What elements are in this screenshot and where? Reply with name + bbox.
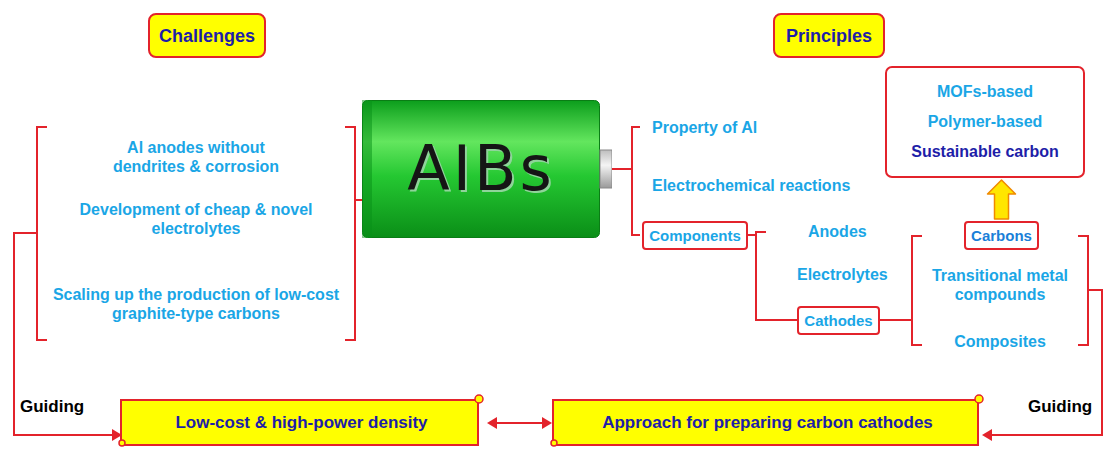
block-arrow-shape	[988, 180, 1016, 219]
scroll-body	[121, 400, 478, 445]
component-bracket	[756, 232, 797, 320]
material-box: MOFs-basedPolymer-basedSustainable carbo…	[885, 66, 1085, 178]
cathode-bracket	[912, 236, 922, 345]
scroll-curl	[475, 395, 483, 403]
item-label: Anodes	[808, 222, 867, 241]
guiding-label: Guiding	[1028, 397, 1092, 417]
component-box: Carbons	[964, 221, 1039, 250]
challenge-bracket	[37, 127, 47, 340]
bracket-tick	[612, 168, 632, 170]
node-text: Components	[649, 227, 741, 245]
guiding-line	[14, 233, 112, 435]
block-arrow	[988, 180, 1016, 219]
item-label: Property of Al	[652, 118, 757, 137]
battery-terminal	[600, 150, 612, 188]
component-box: Components	[642, 221, 748, 250]
scroll-banner: Low-cost & high-power density	[118, 393, 485, 447]
node-text: Carbons	[971, 227, 1032, 245]
node-text: Polymer-based	[928, 107, 1043, 137]
battery-label: AIBs	[362, 132, 600, 206]
title-box: Challenges	[148, 13, 266, 58]
node-text: Sustainable carbon	[911, 137, 1059, 167]
arrow-head	[542, 417, 552, 429]
cathode-bracket	[1078, 236, 1088, 345]
item-label: Electrolytes	[797, 265, 888, 284]
guiding-label: Guiding	[20, 397, 84, 417]
node-text: MOFs-based	[937, 77, 1033, 107]
item-label: Development of cheap & novel electrolyte…	[76, 200, 316, 238]
node-text: Principles	[786, 25, 872, 47]
guiding-line	[992, 290, 1102, 435]
item-label: Al anodes without dendrites & corrosion	[96, 138, 296, 176]
bracket-tick	[355, 199, 362, 201]
battery-edge	[362, 100, 372, 238]
scroll-curl	[975, 395, 983, 403]
arrow-head	[982, 429, 992, 441]
scroll-curl	[551, 440, 557, 446]
node-text: Challenges	[159, 25, 255, 47]
challenge-bracket	[345, 127, 355, 340]
item-label: Composites	[925, 332, 1075, 351]
connector-line	[495, 422, 544, 424]
node-text: Cathodes	[804, 312, 872, 330]
node-text: Approach for preparing carbon cathodes	[602, 413, 933, 433]
item-label: Transitional metal compounds	[925, 266, 1075, 304]
scroll-banner: Approach for preparing carbon cathodes	[550, 393, 985, 447]
battery-body	[363, 101, 600, 238]
arrow-head	[487, 417, 497, 429]
item-label: Electrochemical reactions	[652, 176, 850, 195]
item-label: Scaling up the production of low-cost gr…	[51, 285, 341, 323]
title-box: Principles	[773, 13, 885, 58]
component-box: Cathodes	[797, 306, 880, 335]
node-text: Low-cost & high-power density	[175, 413, 427, 433]
scroll-curl	[119, 440, 125, 446]
battery-figure: AIBs	[362, 100, 612, 238]
principle-bracket	[632, 127, 640, 235]
double-arrow	[487, 417, 552, 429]
bracket-tick	[875, 319, 912, 321]
scroll-body	[553, 400, 978, 445]
